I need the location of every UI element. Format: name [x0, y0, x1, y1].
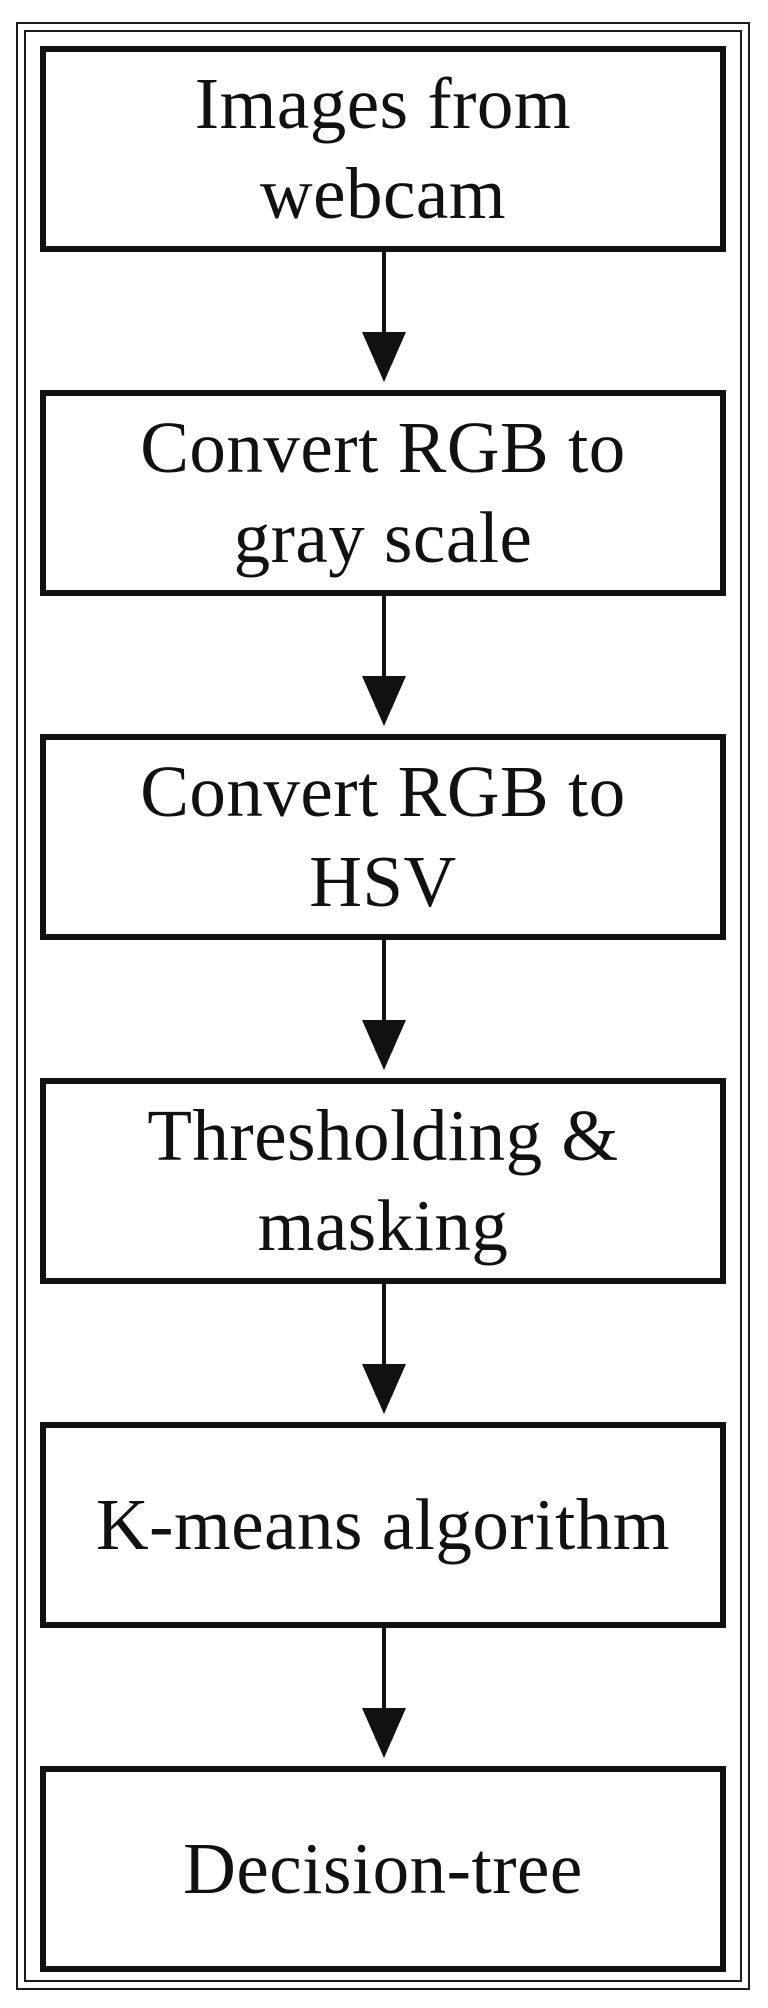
arrow-down-icon	[362, 940, 406, 1070]
step-label: Convert RGB to HSV	[140, 751, 626, 922]
step-images-from-webcam: Images from webcam	[40, 46, 726, 252]
step-decision-tree: Decision-tree	[40, 1766, 726, 1972]
step-convert-rgb-to-hsv: Convert RGB to HSV	[40, 734, 726, 940]
step-label: K-means algorithm	[95, 1484, 671, 1565]
step-label: Decision-tree	[183, 1828, 583, 1909]
arrow-down-icon	[362, 596, 406, 726]
step-convert-rgb-to-gray-scale: Convert RGB to gray scale	[40, 390, 726, 596]
inner-frame	[24, 30, 742, 1982]
arrow-down-icon	[362, 1284, 406, 1414]
step-label: Images from webcam	[194, 63, 572, 234]
arrow-down-icon	[362, 252, 406, 382]
step-thresholding-and-masking: Thresholding & masking	[40, 1078, 726, 1284]
arrow-down-icon	[362, 1628, 406, 1758]
step-k-means-algorithm: K-means algorithm	[40, 1422, 726, 1628]
step-label: Convert RGB to gray scale	[140, 407, 626, 578]
outer-frame	[16, 22, 750, 1990]
step-label: Thresholding & masking	[147, 1095, 619, 1266]
